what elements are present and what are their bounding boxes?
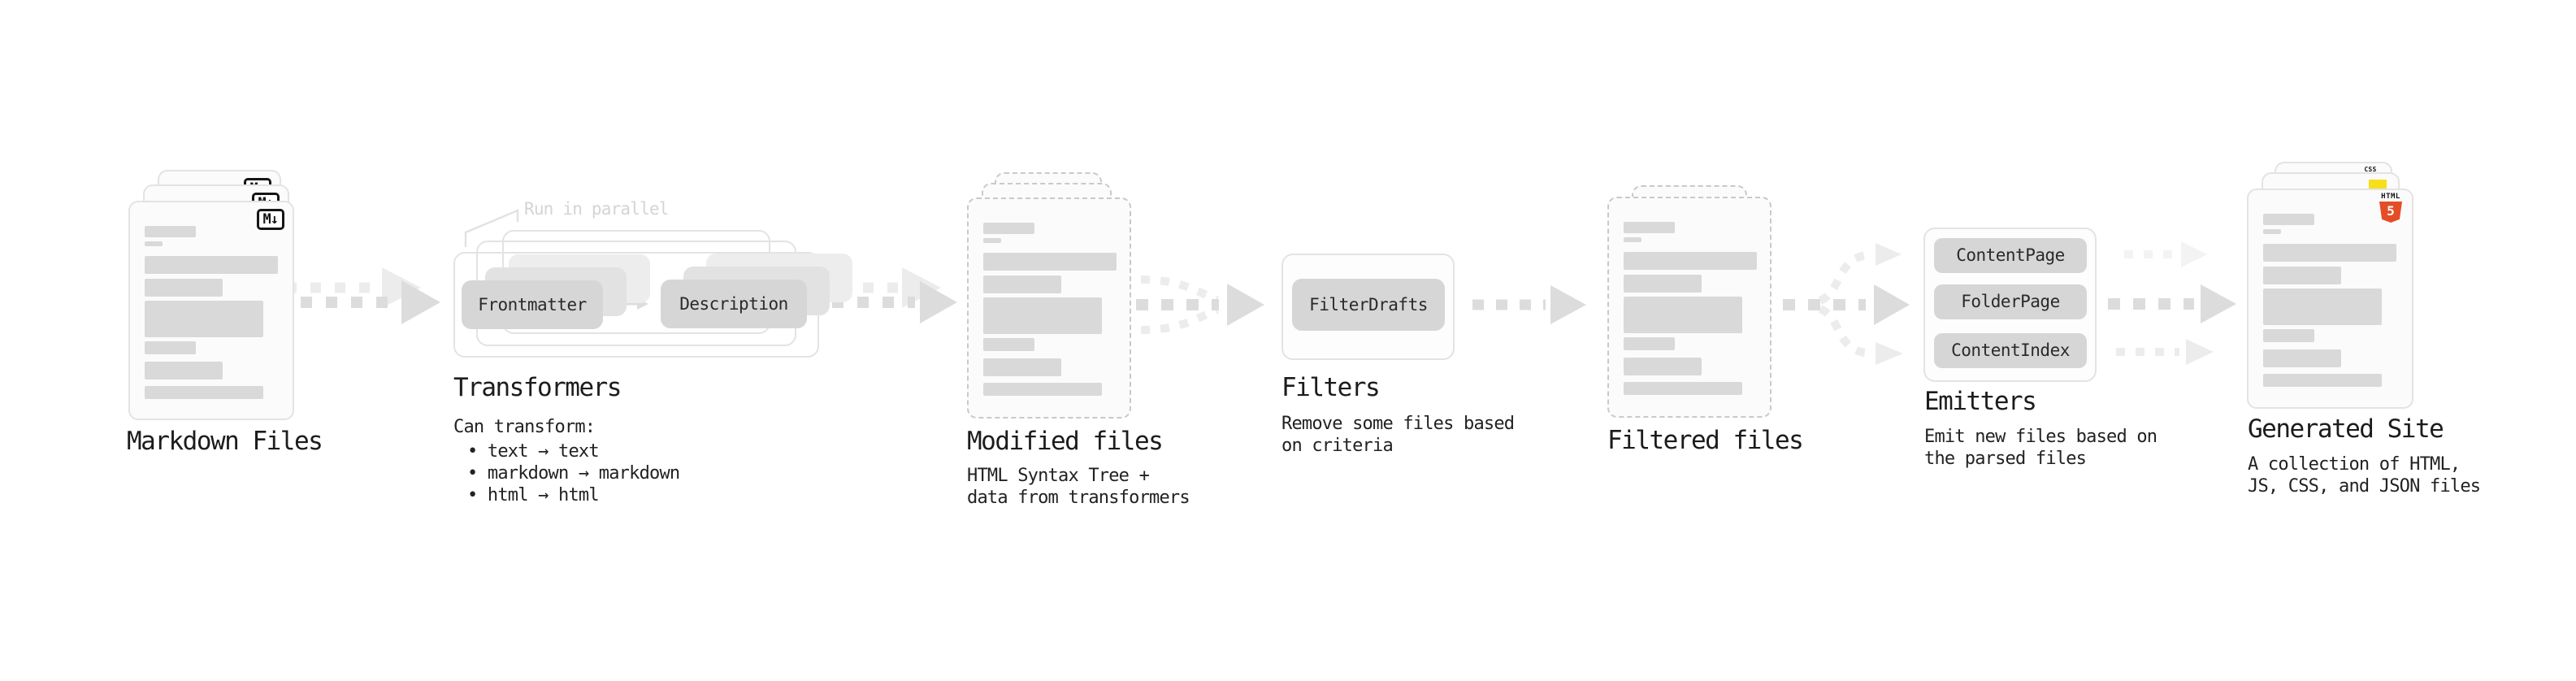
pill-folderpage: FolderPage [1934,284,2087,319]
doc-text-bars [969,199,1130,417]
generated-file-card-html: HTML 5 [2247,189,2413,409]
arrow-filters-to-filtered [1472,285,1586,324]
arrow-emitters-to-generated [2108,241,2236,365]
pill-contentindex: ContentIndex [1934,333,2087,368]
arrow-modified-to-filters-converge [1136,275,1264,334]
markdown-icon: M↓ [256,209,284,230]
html5-icon: HTML 5 [2379,193,2402,223]
desc-line: the parsed files [1924,449,2087,469]
bullet-item: • text → text [467,441,600,462]
run-in-parallel-annotation: Run in parallel [524,199,669,219]
modified-files-description: HTML Syntax Tree + data from transformer… [967,465,1190,509]
filters-title: Filters [1281,373,1381,402]
filtered-file-card-front [1607,197,1772,418]
desc-line: Emit new files based on [1924,427,2158,447]
modified-files-title: Modified files [967,427,1164,456]
emitters-title: Emitters [1924,387,2037,416]
desc-line: Remove some files based [1281,414,1515,434]
transform-bullets: • text → text • markdown → markdown • ht… [453,440,680,506]
pill-contentpage: ContentPage [1934,238,2087,273]
transformers-description: Can transform: • text → text • markdown … [453,416,680,506]
arrow-markdown-to-transformers [286,267,440,324]
can-transform-heading: Can transform: [453,417,596,437]
js-icon [2369,180,2387,190]
desc-line: on criteria [1281,436,1394,456]
emitters-description: Emit new files based on the parsed files [1924,426,2158,470]
filtered-files-title: Filtered files [1607,426,1804,455]
pill-frontmatter: Frontmatter [462,280,603,329]
doc-text-bars [2249,190,2412,407]
html5-shield: 5 [2379,202,2402,223]
desc-line: JS, CSS, and JSON files [2248,476,2481,497]
pill-filterdrafts: FilterDrafts [1292,279,1445,331]
generated-site-description: A collection of HTML, JS, CSS, and JSON … [2248,453,2481,497]
markdown-files-title: Markdown Files [127,427,323,456]
doc-text-bars [1609,198,1770,416]
pill-description: Description [661,280,807,328]
desc-line: HTML Syntax Tree + [967,466,1150,486]
transformers-title: Transformers [453,373,622,402]
doc-text-bars [130,202,293,419]
markdown-file-card-front: M↓ [128,201,294,420]
modified-file-card-front [967,197,1131,419]
bullet-item: • markdown → markdown [467,463,680,484]
desc-line: data from transformers [967,488,1190,508]
css-label: CSS [2364,166,2377,173]
bullet-item: • html → html [467,485,600,505]
arrow-filtered-to-emitters-fanout [1783,243,1910,365]
generated-site-title: Generated Site [2248,414,2444,444]
desc-line: A collection of HTML, [2248,454,2461,475]
html5-label: HTML [2381,193,2400,201]
filters-description: Remove some files based on criteria [1281,413,1515,457]
